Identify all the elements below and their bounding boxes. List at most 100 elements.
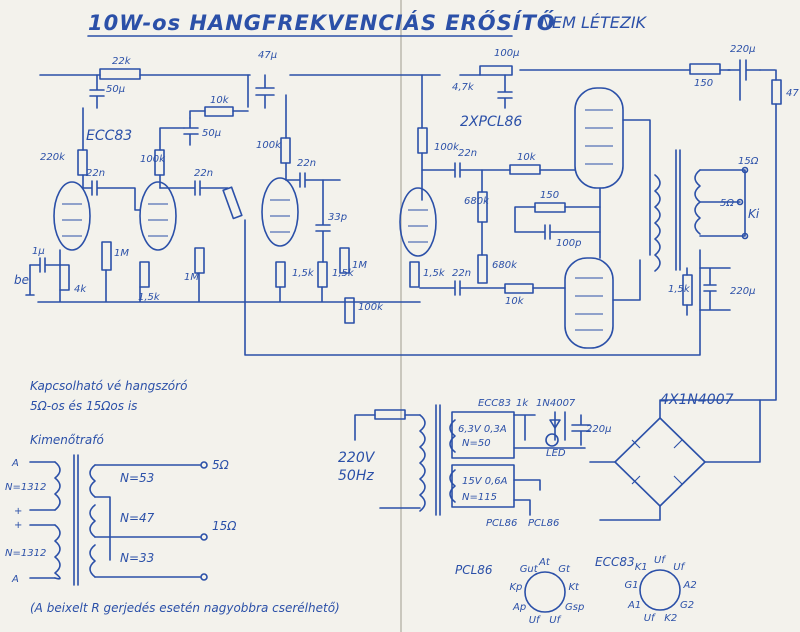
xf-n53: N=53 — [120, 471, 154, 485]
ps-led-symbol — [545, 433, 559, 447]
xf-secondary-leads — [94, 464, 201, 578]
mains-voltage: 220V — [338, 450, 376, 466]
mains-frequency: 50Hz — [338, 468, 374, 484]
label-100p: 100p — [556, 238, 581, 249]
xf-primary-leads — [29, 461, 56, 579]
ps-220u-label: 220µ — [586, 424, 611, 435]
resistor-47 — [771, 79, 782, 105]
ecc83-pins-pin-8: K1 — [635, 562, 648, 573]
winding1-box — [451, 411, 515, 459]
bridge-diodes — [631, 439, 683, 485]
label-22n-e: 22n — [452, 268, 471, 279]
pcl86-pins-pin-3: Gsp — [565, 602, 584, 613]
xf-terminal-5 — [200, 461, 208, 469]
bridge-rectifier — [614, 417, 706, 507]
pinout-ecc83-title: ECC83 — [595, 555, 635, 569]
label-150-a: 150 — [540, 190, 559, 201]
input-label: be — [14, 273, 29, 287]
tube-label-ecc83: ECC83 — [86, 128, 132, 144]
resistor-10k-a — [204, 106, 234, 117]
xf-n-left-bottom: N=1312 — [5, 548, 46, 559]
resistor-100k-d — [417, 127, 428, 154]
tube-label-pcl86: 2XPCL86 — [460, 114, 522, 130]
label-100k-d: 100k — [434, 142, 460, 153]
note-line2: 5Ω-os és 15Ωos is — [30, 399, 137, 413]
ps-w2-turns: N=115 — [462, 492, 497, 503]
resistor-47k — [479, 65, 513, 76]
label-47: 47 — [786, 88, 799, 99]
xf-n33: N=33 — [120, 551, 154, 565]
label-15k-b: 1,5k — [292, 268, 315, 279]
cap-50u-b — [183, 117, 199, 146]
resistor-4k — [59, 264, 70, 291]
ecc83-pins-pin-6: A1 — [627, 600, 641, 611]
lower-rail — [244, 219, 701, 356]
potentiometer — [222, 186, 243, 220]
tube-ecc83-2-grids — [148, 203, 168, 237]
label-1u: 1µ — [32, 246, 45, 257]
cap-220u-a — [727, 59, 761, 101]
ecc83-socket — [639, 569, 681, 611]
label-22n-b: 22n — [194, 168, 213, 179]
label-47u: 47µ — [258, 50, 277, 61]
xf-a-top: A — [11, 458, 19, 469]
tube-ecc83-3 — [261, 177, 299, 247]
pcl86-pins-pin-1: Gt — [558, 564, 571, 575]
output-transformer-core — [675, 149, 681, 271]
cap-22n-a — [82, 180, 141, 211]
mains-fuse — [374, 409, 406, 420]
ps-w1-turns: N=50 — [462, 438, 491, 449]
b-plus-rail — [39, 69, 776, 76]
out-15-label: 15Ω — [738, 156, 759, 167]
xf-primary-coils — [54, 461, 61, 580]
resistor-15k-a — [139, 261, 150, 288]
ps-led-label: LED — [546, 448, 566, 459]
xf-core — [73, 454, 79, 586]
output-leads — [699, 169, 746, 237]
resistor-100k-b — [280, 137, 291, 164]
label-50u-b: 50µ — [202, 128, 221, 139]
bridge-leads — [589, 399, 761, 521]
label-10k-b: 10k — [517, 152, 537, 163]
pcl86-pins-pin-0: At — [538, 557, 551, 568]
out-5-label: 5Ω — [720, 198, 734, 209]
label-680k-a: 680k — [464, 196, 490, 207]
terminal-5 — [736, 198, 744, 206]
output-transformer-primary — [654, 174, 661, 272]
resistor-100k-c — [344, 297, 355, 324]
page-title: 10W-os HANGFREKVENCIÁS ERŐSÍTŐ — [88, 10, 556, 35]
resistor-10k-b — [509, 164, 541, 175]
cap-50u-a — [89, 74, 105, 109]
xf-secondary-coils — [89, 464, 96, 578]
label-22k: 22k — [112, 56, 132, 67]
tube-pcl86-pentode-2 — [564, 257, 614, 349]
cap-22n-c — [285, 172, 341, 188]
ps-diode-label: 1N4007 — [536, 398, 576, 409]
tube-pcl86-triode-grids — [408, 209, 428, 243]
label-15k-a: 1,5k — [138, 292, 161, 303]
resistor-150-b — [689, 63, 721, 75]
pcl86-pins-pin-5: Uf — [529, 615, 541, 626]
label-100u: 100µ — [494, 48, 519, 59]
terminal-15 — [741, 166, 749, 174]
resistor-10k-c — [504, 283, 534, 294]
note-footnote: (A beixelt R gerjedés esetén nagyobbra c… — [30, 601, 340, 615]
pcl86-socket — [524, 571, 566, 613]
label-680k-b: 680k — [492, 260, 518, 271]
ecc83-pins-pin-5: Uf — [644, 613, 656, 624]
cap-100p — [514, 206, 601, 240]
notes-block: Kapcsolható vé hangszóró 5Ω-os és 15Ωos … — [30, 379, 340, 615]
xf-plus2: + — [14, 520, 22, 531]
note-line1: Kapcsolható vé hangszóró — [30, 379, 187, 393]
label-1m-b: 1M — [184, 272, 199, 283]
label-1m-c: 1M — [352, 260, 367, 271]
status-note: NEM LÉTEZIK — [540, 13, 648, 32]
resistor-15k-e — [409, 261, 420, 288]
wire-10k — [189, 74, 249, 119]
output-transformer-detail: A N=1312 + + N=1312 A N=53 N=47 N=33 5Ω … — [5, 454, 237, 586]
cap-22n-b — [159, 180, 229, 196]
resistor-15k-c — [317, 261, 328, 288]
resistor-15k-b — [275, 261, 286, 288]
